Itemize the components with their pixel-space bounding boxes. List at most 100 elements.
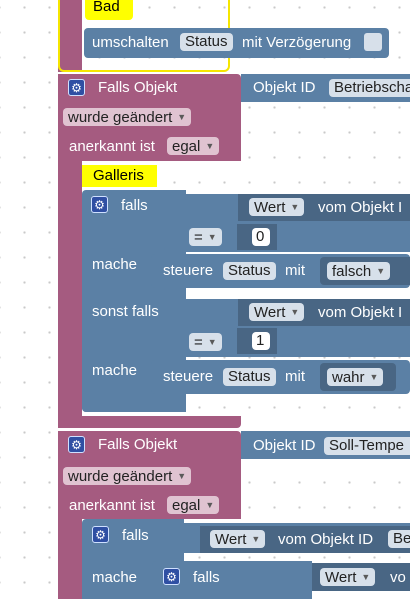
value-of-object-block-3[interactable]: Wert ▼ vom Objekt ID Be bbox=[200, 526, 410, 553]
with-label-2: mit bbox=[285, 368, 305, 385]
object-id-block-2[interactable]: Objekt ID Soll-Tempe bbox=[241, 431, 410, 459]
with-label-1: mit bbox=[285, 262, 305, 279]
do-label-3: mache bbox=[92, 569, 138, 586]
toggle-status-field[interactable]: Status bbox=[180, 33, 233, 51]
do-label-2: mache bbox=[92, 362, 138, 379]
inner-value-select-text: Wert bbox=[325, 569, 357, 586]
ack-label-2: anerkannt ist bbox=[69, 497, 155, 514]
trigger-select-2[interactable]: wurde geändert ▼ bbox=[63, 467, 192, 485]
value-select-3[interactable]: Wert ▼ bbox=[210, 530, 266, 548]
gear-icon[interactable]: ⚙ bbox=[68, 79, 85, 96]
operator-select-1-text: = bbox=[194, 229, 203, 246]
trigger-select-2-text: wurde geändert bbox=[68, 468, 173, 485]
object-id-tail-text: Be bbox=[393, 530, 410, 547]
of-object-2: vom Objekt I bbox=[318, 304, 403, 321]
elseif-label-1: sonst falls bbox=[92, 303, 159, 320]
toggle-suffix: mit Verzögerung bbox=[242, 34, 352, 51]
top-comment-tab[interactable]: Bad bbox=[85, 0, 133, 20]
chevron-down-icon: ▼ bbox=[361, 572, 371, 582]
bool-select-2[interactable]: wahr ▼ bbox=[327, 368, 384, 386]
event-block-2-header[interactable]: ⚙ Falls Objekt wurde geändert ▼ anerkannt… bbox=[58, 431, 241, 519]
value-select-2[interactable]: Wert ▼ bbox=[249, 303, 305, 321]
set-status-field-1[interactable]: Status bbox=[223, 262, 276, 280]
operator-select-2[interactable]: =▼ bbox=[189, 333, 222, 351]
value-select-1[interactable]: Wert ▼ bbox=[249, 198, 305, 216]
of-object-1: vom Objekt I bbox=[318, 199, 403, 216]
value-of-object-block-1[interactable]: Wert ▼ vom Objekt I bbox=[238, 194, 410, 221]
chevron-down-icon: ▼ bbox=[205, 500, 215, 510]
set-status-field-2[interactable]: Status bbox=[223, 368, 276, 386]
number-field-2[interactable]: 1 bbox=[252, 332, 270, 350]
comment-text-galleris: Galleris bbox=[93, 167, 144, 184]
chevron-down-icon: ▼ bbox=[207, 337, 217, 347]
gear-icon[interactable]: ⚙ bbox=[163, 568, 180, 585]
bool-block-2[interactable]: wahr ▼ bbox=[320, 363, 396, 391]
object-id-field-1[interactable]: Betriebscha bbox=[329, 79, 410, 97]
set-label-2: steuere bbox=[163, 368, 214, 385]
value-select-3-text: Wert bbox=[215, 531, 247, 548]
toggle-status-text: Status bbox=[185, 33, 228, 50]
value-select-2-text: Wert bbox=[254, 304, 286, 321]
number-block-1[interactable]: 0 bbox=[237, 224, 277, 250]
value-select-1-text: Wert bbox=[254, 199, 286, 216]
set-label-1: steuere bbox=[163, 262, 214, 279]
event-block-1-footer bbox=[58, 416, 241, 428]
of-object-3: vom Objekt ID bbox=[278, 531, 374, 548]
ack-select-2-text: egal bbox=[172, 497, 201, 514]
ack-select-2[interactable]: egal ▼ bbox=[167, 496, 220, 514]
object-id-field-2[interactable]: Soll-Tempe bbox=[324, 437, 410, 455]
toggle-block[interactable]: umschalten Status mit Verzögerung bbox=[84, 28, 389, 58]
event-title-2: Falls Objekt bbox=[98, 436, 178, 453]
inner-if-block[interactable]: ⚙ falls bbox=[152, 561, 312, 599]
if-block-1-bottom bbox=[82, 398, 186, 412]
gear-icon[interactable]: ⚙ bbox=[92, 526, 109, 543]
inner-of: vo bbox=[390, 569, 406, 586]
gear-icon[interactable]: ⚙ bbox=[68, 436, 85, 453]
number-field-1[interactable]: 0 bbox=[252, 228, 270, 246]
trigger-select-1-text: wurde geändert bbox=[68, 109, 173, 126]
inner-value-block[interactable]: Wert ▼ vo bbox=[312, 563, 410, 591]
chevron-down-icon: ▼ bbox=[290, 202, 300, 212]
object-id-field-2-text: Soll-Tempe bbox=[329, 437, 405, 454]
event-title-1: Falls Objekt bbox=[98, 79, 178, 96]
bool-select-2-text: wahr bbox=[332, 369, 365, 386]
chevron-down-icon: ▼ bbox=[290, 307, 300, 317]
value-of-object-block-2[interactable]: Wert ▼ vom Objekt I bbox=[238, 299, 410, 326]
gear-icon[interactable]: ⚙ bbox=[91, 196, 108, 213]
bool-select-1[interactable]: falsch ▼ bbox=[327, 262, 391, 280]
if-block-2[interactable]: ⚙ falls mache bbox=[82, 519, 184, 599]
chevron-down-icon: ▼ bbox=[177, 112, 187, 122]
set-status-field-1-text: Status bbox=[228, 262, 271, 279]
inner-value-select[interactable]: Wert ▼ bbox=[320, 568, 376, 586]
set-block-1[interactable]: steuere Status mit falsch ▼ bbox=[151, 254, 410, 288]
object-id-label-2: Objekt ID bbox=[253, 437, 316, 454]
inner-if-label: falls bbox=[193, 569, 220, 586]
object-id-tail[interactable]: Be bbox=[388, 530, 410, 548]
chevron-down-icon: ▼ bbox=[376, 266, 386, 276]
do-label-1: mache bbox=[92, 256, 138, 273]
ack-select-1[interactable]: egal ▼ bbox=[167, 137, 220, 155]
top-block-left-strip bbox=[58, 0, 82, 72]
object-id-block-1[interactable]: Objekt ID Betriebscha bbox=[241, 74, 410, 102]
object-id-label-1: Objekt ID bbox=[253, 79, 316, 96]
toggle-delay-checkbox[interactable] bbox=[364, 33, 382, 51]
chevron-down-icon: ▼ bbox=[205, 141, 215, 151]
top-comment-text: Bad bbox=[93, 0, 120, 15]
set-block-2[interactable]: steuere Status mit wahr ▼ bbox=[151, 360, 410, 394]
operator-select-1[interactable]: =▼ bbox=[189, 228, 222, 246]
set-status-field-2-text: Status bbox=[228, 368, 271, 385]
event-block-1-header[interactable]: ⚙ Falls Objekt wurde geändert▼ anerkannt… bbox=[58, 74, 241, 161]
if-label-2: falls bbox=[122, 527, 149, 544]
ack-select-1-text: egal bbox=[172, 138, 201, 155]
chevron-down-icon: ▼ bbox=[369, 372, 379, 382]
chevron-down-icon: ▼ bbox=[177, 471, 187, 481]
chevron-down-icon: ▼ bbox=[251, 534, 261, 544]
bool-select-1-text: falsch bbox=[332, 263, 372, 280]
bool-block-1[interactable]: falsch ▼ bbox=[320, 257, 410, 285]
comment-tab-galleris[interactable]: Galleris bbox=[82, 165, 157, 187]
object-id-field-1-text: Betriebscha bbox=[334, 79, 410, 96]
trigger-select-1[interactable]: wurde geändert ▼ bbox=[63, 108, 192, 126]
number-field-2-text: 1 bbox=[256, 332, 265, 349]
toggle-label: umschalten bbox=[92, 34, 169, 51]
number-block-2[interactable]: 1 bbox=[237, 328, 277, 354]
